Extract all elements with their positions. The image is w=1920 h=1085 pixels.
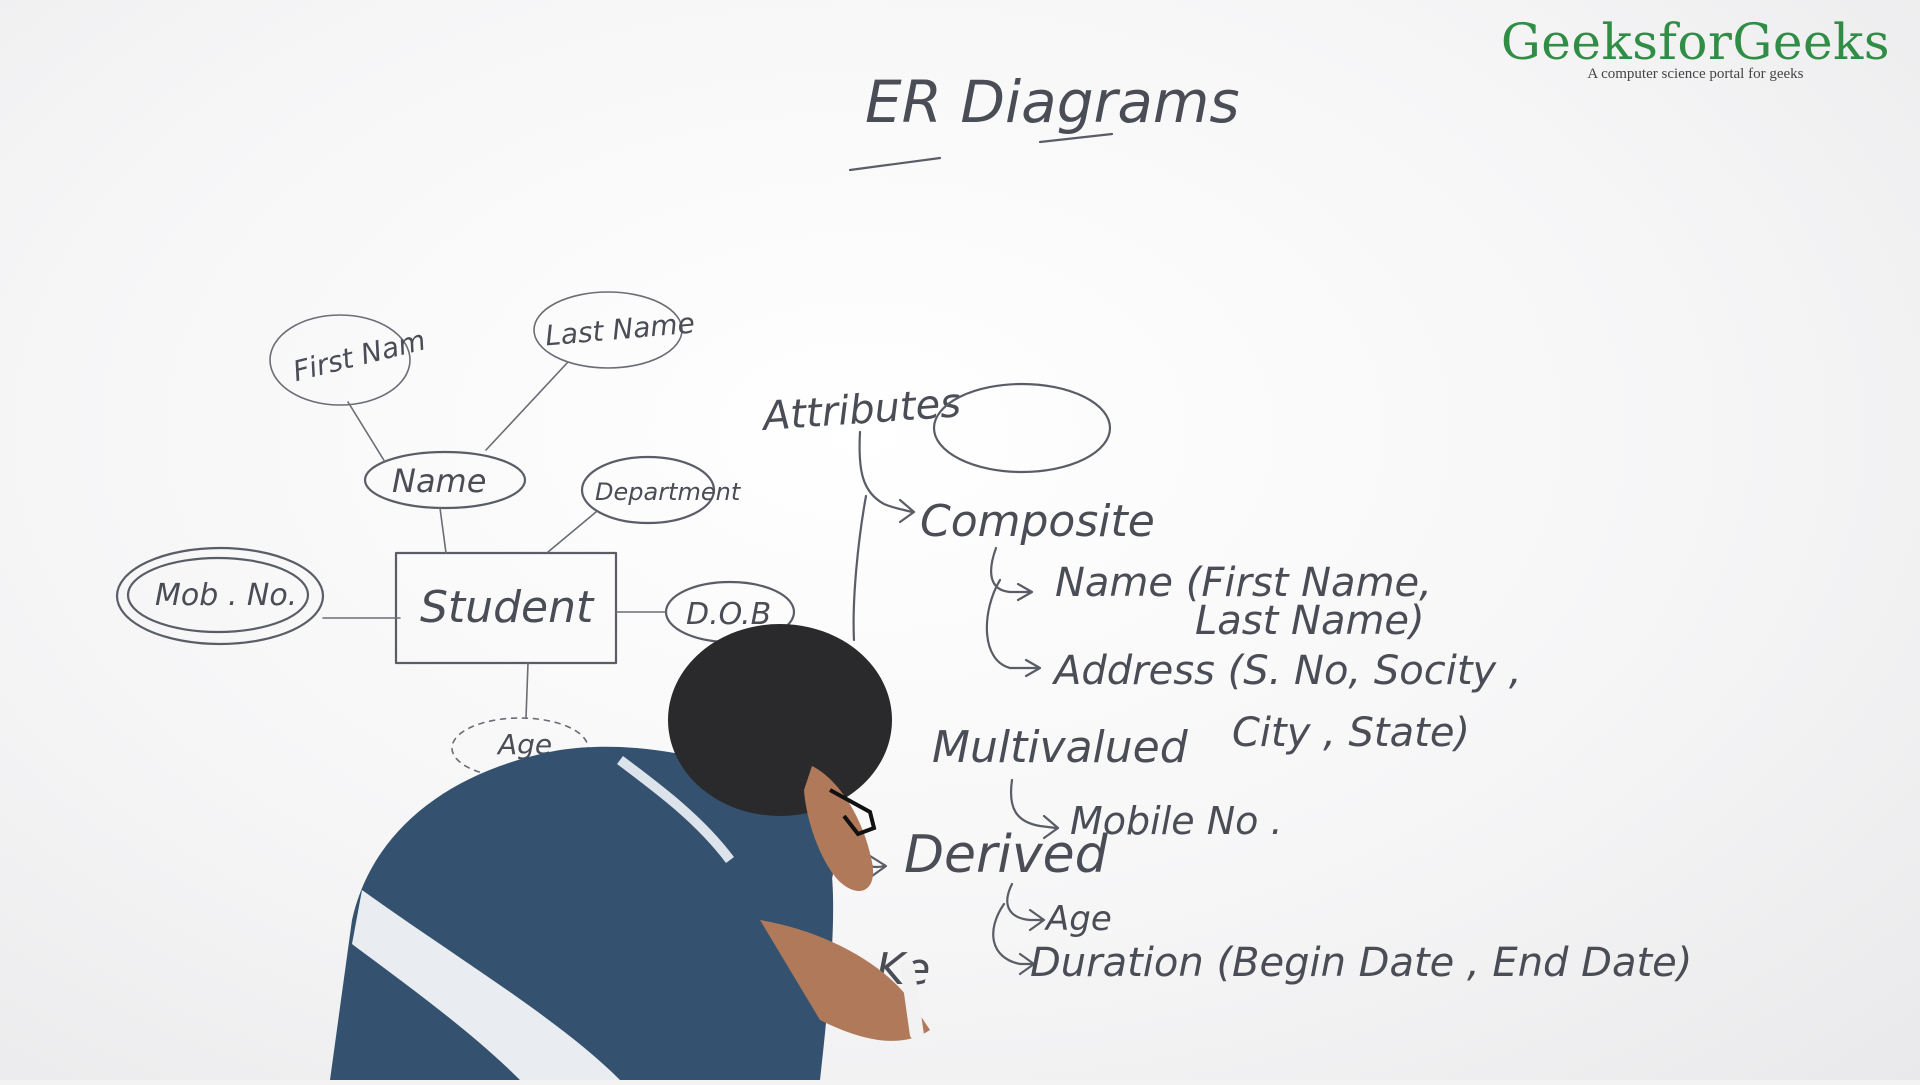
attr-name-ellipse <box>363 450 527 510</box>
link-department-student <box>547 511 597 553</box>
attr-firstname-ellipse <box>269 314 411 406</box>
link-lastname-name <box>485 361 569 451</box>
presenter-glasses <box>829 788 877 837</box>
presenter-collar <box>616 756 734 864</box>
attr-name-label: Name <box>392 462 486 500</box>
composite-arrows <box>985 546 1042 678</box>
derived-age-example: Age <box>1044 899 1112 939</box>
composite-address-example-2: City , State) <box>1232 710 1470 756</box>
title-underline <box>848 132 1114 172</box>
attr-firstname-label: First Nam <box>290 323 429 388</box>
logo-tagline: A computer science portal for geeks <box>1587 66 1804 82</box>
attr-lastname-label: Last Name <box>544 306 696 352</box>
entity-student-box <box>394 551 618 665</box>
presenter-arm <box>760 920 930 1041</box>
derived-label: Derived <box>904 825 1109 885</box>
geeksforgeeks-logo: GeeksforGeeks A computer science portal … <box>1501 14 1890 83</box>
presenter-head <box>668 624 892 816</box>
link-firstname-name <box>347 401 386 463</box>
attr-department-ellipse <box>580 455 716 525</box>
attribute-symbol-ellipse <box>932 382 1112 474</box>
composite-address-example: Address (S. No, Socity , <box>1051 648 1522 694</box>
attr-department-label: Department <box>595 478 742 506</box>
attr-mobno-ellipse-outer <box>115 546 325 646</box>
derived-duration-example: Duration (Begin Date , End Date) <box>1030 940 1692 986</box>
marker-pen <box>900 960 924 1040</box>
link-name-student <box>439 507 447 554</box>
presenter-face <box>804 766 874 892</box>
link-age-student <box>525 662 529 719</box>
attributes-branch-line <box>852 430 916 642</box>
multivalued-example: Mobile No . <box>1070 799 1283 843</box>
multivalued-arrow <box>1010 778 1060 840</box>
attr-mobno-label: Mob . No. <box>155 578 297 613</box>
derived-arrows <box>992 882 1046 976</box>
attr-mobno-ellipse-inner <box>126 556 310 634</box>
attr-lastname-ellipse <box>533 291 683 369</box>
composite-label: Composite <box>920 496 1155 547</box>
presenter-figure <box>330 624 930 1080</box>
composite-name-example-2: Last Name) <box>1195 598 1425 644</box>
composite-name-example: Name (First Name, <box>1055 560 1432 606</box>
logo-brand-text: GeeksforGeeks <box>1500 13 1890 71</box>
board-title: ER Diagrams <box>865 68 1240 136</box>
multivalued-label: Multivalued <box>932 722 1189 773</box>
entity-student-label: Student <box>420 582 595 633</box>
presenter-stripe <box>352 890 620 1080</box>
